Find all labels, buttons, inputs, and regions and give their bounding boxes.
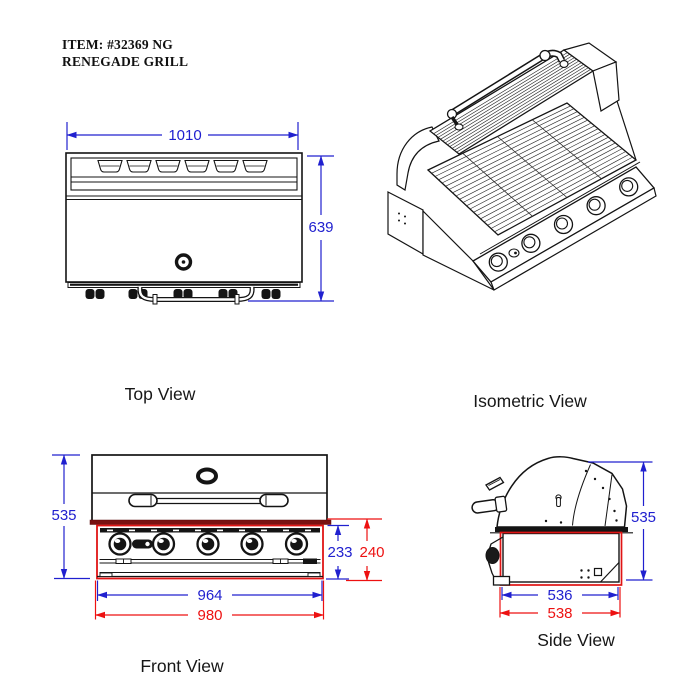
lid-vent-knob [174, 253, 193, 271]
front-view-label: Front View [140, 656, 224, 676]
side-gas-valve [485, 547, 500, 564]
dim-label-side-cutout-inner-depth: 536 [547, 587, 572, 604]
iso-open-lid [428, 42, 637, 161]
dim-front-cutout-inner-height: 233 [326, 524, 353, 580]
dim-label-side-cutout-outer-depth: 538 [547, 605, 572, 622]
top-view-label: Top View [124, 384, 196, 404]
front-view-drawing: 535 233 240 964 [49, 454, 385, 624]
rear-manifold [67, 282, 301, 305]
dim-front-cutout-inner-width: 964 [96, 580, 323, 604]
dim-top-width: 1010 [66, 122, 299, 150]
iso-lid-handle [446, 49, 569, 131]
iso-cooking-grates [426, 102, 638, 236]
dim-side-cutout-inner-depth: 536 [501, 587, 619, 604]
dim-label-front-cutout-inner-width: 964 [197, 587, 222, 604]
dim-label-top-width: 1010 [168, 127, 201, 144]
dim-label-front-cutout-outer-width: 980 [197, 607, 222, 624]
hood-vents [97, 159, 268, 173]
iso-control-panel [471, 161, 657, 291]
isometric-view-label: Isometric View [473, 391, 587, 411]
top-view-drawing: 1010 639 [65, 122, 339, 305]
burner-knobs [108, 532, 309, 556]
front-control-panel [96, 524, 324, 580]
iso-left-flange [387, 191, 424, 256]
dim-front-cutout-outer-width: 980 [94, 580, 325, 624]
dim-front-height: 535 [49, 454, 90, 580]
hood-handle [128, 493, 289, 508]
dim-top-depth: 639 [248, 155, 339, 302]
top-view-grill-body [65, 152, 303, 305]
dim-label-front-cutout-outer-height: 240 [359, 544, 384, 561]
isometric-view-drawing [387, 42, 657, 291]
side-hood-vent-tab [485, 476, 505, 491]
side-view-label: Side View [537, 630, 615, 650]
dim-label-side-height: 535 [631, 509, 656, 526]
side-view-drawing: 535 536 538 [471, 456, 660, 622]
dim-label-front-height: 535 [51, 507, 76, 524]
side-body [485, 531, 623, 586]
dim-side-height: 535 [588, 461, 660, 581]
hood-vent-oval [196, 467, 218, 485]
iso-knobs [488, 177, 639, 272]
side-handle [471, 495, 508, 514]
dim-label-top-depth: 639 [308, 219, 333, 236]
front-hood [89, 454, 332, 525]
iso-hood-side [396, 126, 440, 191]
hood-trim-strip [89, 519, 332, 525]
drip-tray [97, 558, 323, 578]
dim-side-cutout-outer-depth: 538 [499, 587, 621, 622]
product-name: RENEGADE GRILL [62, 54, 189, 69]
dim-front-cutout-outer-height: 240 [327, 518, 385, 582]
side-hood [471, 456, 633, 534]
item-number: ITEM: #32369 NG [62, 37, 173, 52]
title-block: ITEM: #32369 NG RENEGADE GRILL [62, 36, 188, 70]
iso-body-left [422, 209, 495, 291]
dim-label-front-cutout-inner-height: 233 [327, 544, 352, 561]
